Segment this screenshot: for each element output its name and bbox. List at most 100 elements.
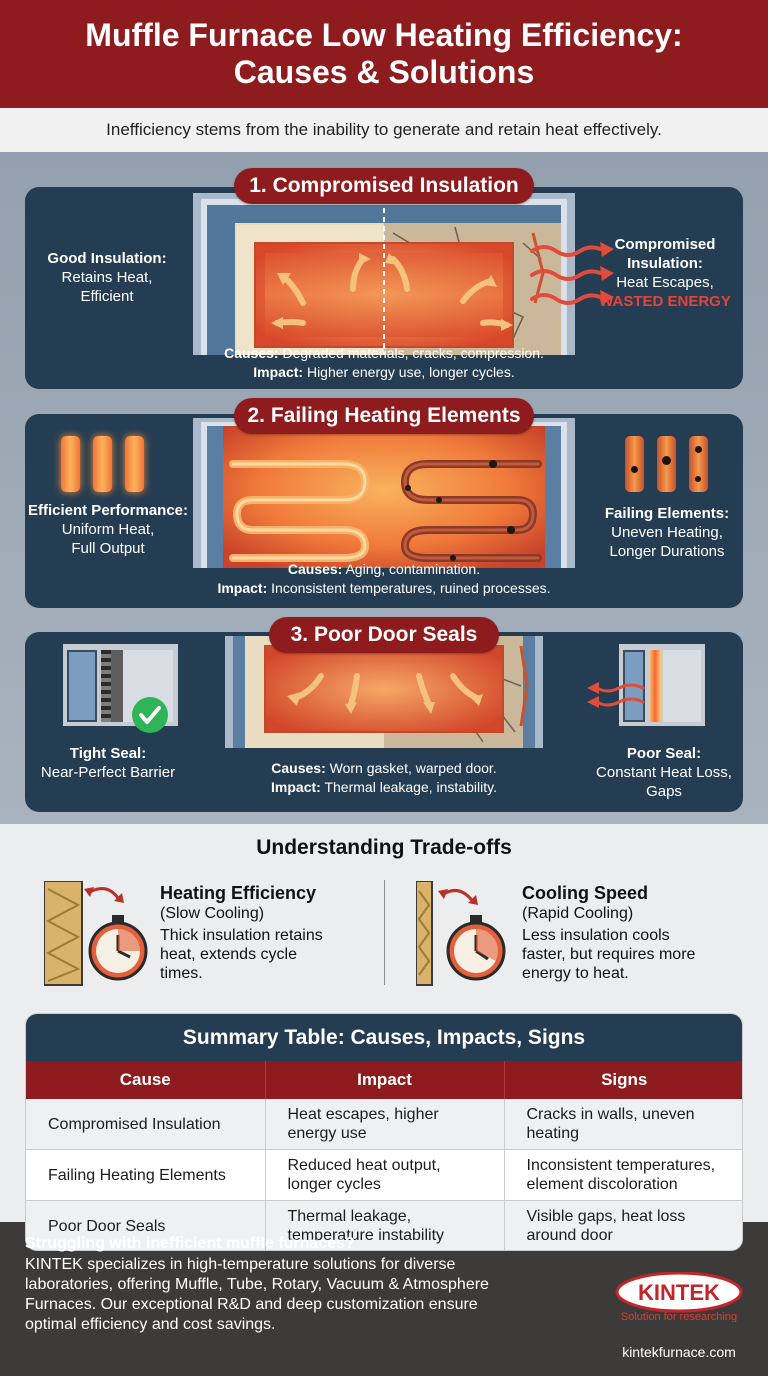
section-3-causes: Causes: Worn gasket, warped door.	[25, 759, 743, 778]
good-insulation-text-1: Retains Heat,	[61, 269, 153, 286]
cause-cell: Compromised Insulation	[26, 1099, 266, 1150]
tight-seal-heading: Tight Seal:	[69, 745, 147, 762]
failing-elements-label: Failing Elements: Uneven Heating, Longer…	[591, 504, 743, 561]
signs-line-2: around door	[526, 1227, 613, 1244]
impact-line-1: Heat escapes, higher	[287, 1106, 439, 1123]
failing-elements-icon	[625, 436, 745, 494]
footer-description: KINTEK specializes in high-temperature s…	[25, 1255, 585, 1335]
causes-label: Causes:	[224, 345, 279, 361]
poor-seal-label: Poor Seal: Constant Heat Loss, Gaps	[585, 744, 743, 801]
good-insulation-heading: Good Insulation:	[47, 250, 167, 267]
signs-line-2: element discoloration	[526, 1176, 678, 1193]
tradeoffs-divider	[384, 880, 385, 985]
impact-cell: Reduced heat output, longer cycles	[265, 1149, 505, 1201]
tight-seal-text: Near-Perfect Barrier	[40, 764, 176, 781]
section-2-impact: Impact: Inconsistent temperatures, ruine…	[25, 579, 743, 598]
signs-line-2: heating	[526, 1125, 580, 1142]
cooling-desc-line-3: energy to heat.	[522, 965, 629, 982]
compromised-text: Heat Escapes,	[616, 274, 714, 291]
thick-insulation-timer-icon	[44, 881, 148, 986]
thin-insulation-timer-icon	[416, 881, 506, 986]
heating-desc-line-1: Thick insulation retains	[160, 927, 323, 944]
good-insulation-text-2: Efficient	[80, 288, 134, 305]
section-3-title: 3. Poor Door Seals	[269, 617, 499, 653]
impact-text: Thermal leakage, instability.	[324, 779, 497, 795]
signs-line-1: Visible gaps, heat loss	[526, 1208, 686, 1225]
section-2-causes: Causes: Aging, contamination.	[25, 560, 743, 579]
compromised-insulation-label: Compromised Insulation: Heat Escapes, WA…	[591, 235, 739, 311]
causes-text: Degraded materials, cracks, compression.	[282, 345, 544, 361]
section-1-impact: Impact: Higher energy use, longer cycles…	[25, 363, 743, 382]
footer-line-1: KINTEK specializes in high-temperature s…	[25, 1256, 456, 1273]
table-header-row: Cause Impact Signs	[26, 1061, 742, 1099]
cause-cell: Failing Heating Elements	[26, 1149, 266, 1201]
table-row: Poor Door Seals Thermal leakage, temperat…	[26, 1200, 742, 1250]
impact-line-2: temperature instability	[287, 1227, 445, 1244]
insulation-diagram	[193, 193, 575, 355]
impact-text: Higher energy use, longer cycles.	[306, 364, 515, 380]
compromised-heading-2: Insulation:	[627, 255, 703, 272]
table-row: Failing Heating Elements Reduced heat ou…	[26, 1149, 742, 1201]
section-3-panel: Tight Seal: Near-Perfect Barrier Poor Se…	[25, 632, 743, 812]
kintek-logo[interactable]: KINTEK Solution for researching	[614, 1272, 744, 1322]
tradeoffs-title: Understanding Trade-offs	[256, 836, 512, 859]
summary-table: Cause Impact Signs Compromised Insulatio…	[26, 1061, 742, 1250]
impact-label: Impact:	[271, 779, 321, 795]
failing-text-2: Longer Durations	[609, 543, 725, 560]
impact-text: Inconsistent temperatures, ruined proces…	[271, 580, 551, 596]
efficient-performance-heading: Efficient Performance:	[27, 502, 189, 519]
poor-seal-text-2: Gaps	[646, 783, 682, 800]
efficient-text-2: Full Output	[71, 540, 145, 557]
cooling-speed-desc: Less insulation cools faster, but requir…	[522, 926, 752, 983]
heating-efficiency-heading: Heating Efficiency	[160, 883, 317, 903]
title-banner: Muffle Furnace Low Heating Efficiency: C…	[0, 0, 768, 108]
good-insulation-label: Good Insulation: Retains Heat, Efficient	[27, 249, 187, 306]
page-title-line-1: Muffle Furnace Low Heating Efficiency:	[85, 17, 683, 53]
failing-elements-heading: Failing Elements:	[604, 505, 730, 522]
summary-table-title: Summary Table: Causes, Impacts, Signs	[26, 1014, 742, 1061]
impact-line-1: Thermal leakage,	[287, 1208, 412, 1225]
cooling-desc-line-1: Less insulation cools	[522, 927, 670, 944]
impact-label: Impact:	[217, 580, 268, 596]
website-link[interactable]: kintekfurnace.com	[622, 1344, 736, 1360]
table-row: Compromised Insulation Heat escapes, hig…	[26, 1099, 742, 1150]
causes-text: Aging, contamination.	[345, 561, 481, 577]
signs-cell: Cracks in walls, uneven heating	[504, 1099, 742, 1150]
causes-text: Worn gasket, warped door.	[329, 760, 497, 776]
healthy-elements-icon	[61, 436, 181, 494]
impact-line-2: longer cycles	[287, 1176, 381, 1193]
column-header-cause: Cause	[26, 1061, 266, 1099]
footer-line-2: laboratories, offering Muffle, Tube, Rot…	[25, 1276, 489, 1293]
tight-seal-label: Tight Seal: Near-Perfect Barrier	[25, 744, 191, 782]
wasted-energy-warning: WASTED ENERGY	[599, 293, 731, 310]
cooling-desc-line-2: faster, but requires more	[522, 946, 696, 963]
causes-label: Causes:	[287, 561, 343, 577]
section-1-panel: Good Insulation: Retains Heat, Efficient…	[25, 187, 743, 389]
page-title: Muffle Furnace Low Heating Efficiency: C…	[85, 17, 682, 91]
causes-label: Causes:	[271, 760, 326, 776]
section-1-title: 1. Compromised Insulation	[234, 168, 534, 204]
heat-escape-icon	[530, 242, 614, 305]
heat-loss-arrows-icon	[587, 682, 645, 708]
impact-cell: Thermal leakage, temperature instability	[265, 1200, 505, 1250]
check-icon	[132, 697, 168, 733]
section-2-panel: Efficient Performance: Uniform Heat, Ful…	[25, 414, 743, 608]
cause-cell: Poor Door Seals	[26, 1200, 266, 1250]
signs-line-1: Inconsistent temperatures,	[526, 1157, 716, 1174]
section-3-impact: Impact: Thermal leakage, instability.	[25, 778, 743, 797]
summary-table-card: Summary Table: Causes, Impacts, Signs Ca…	[25, 1013, 743, 1251]
section-1-causes: Causes: Degraded materials, cracks, comp…	[25, 344, 743, 363]
footer-line-4: optimal efficiency and cost savings.	[25, 1316, 276, 1333]
compromised-heading-1: Compromised	[614, 236, 716, 253]
failing-text-1: Uneven Heating,	[611, 524, 723, 541]
signs-line-1: Cracks in walls, uneven	[526, 1106, 695, 1123]
signs-cell: Visible gaps, heat loss around door	[504, 1200, 742, 1250]
logo-tagline: Solution for researching	[621, 1311, 737, 1322]
signs-cell: Inconsistent temperatures, element discol…	[504, 1149, 742, 1201]
heating-desc-line-3: times.	[160, 965, 203, 982]
impact-line-1: Reduced heat output,	[287, 1157, 441, 1174]
impact-label: Impact:	[253, 364, 304, 380]
heating-elements-diagram	[193, 418, 575, 568]
cooling-speed-sub: (Rapid Cooling)	[522, 905, 634, 922]
